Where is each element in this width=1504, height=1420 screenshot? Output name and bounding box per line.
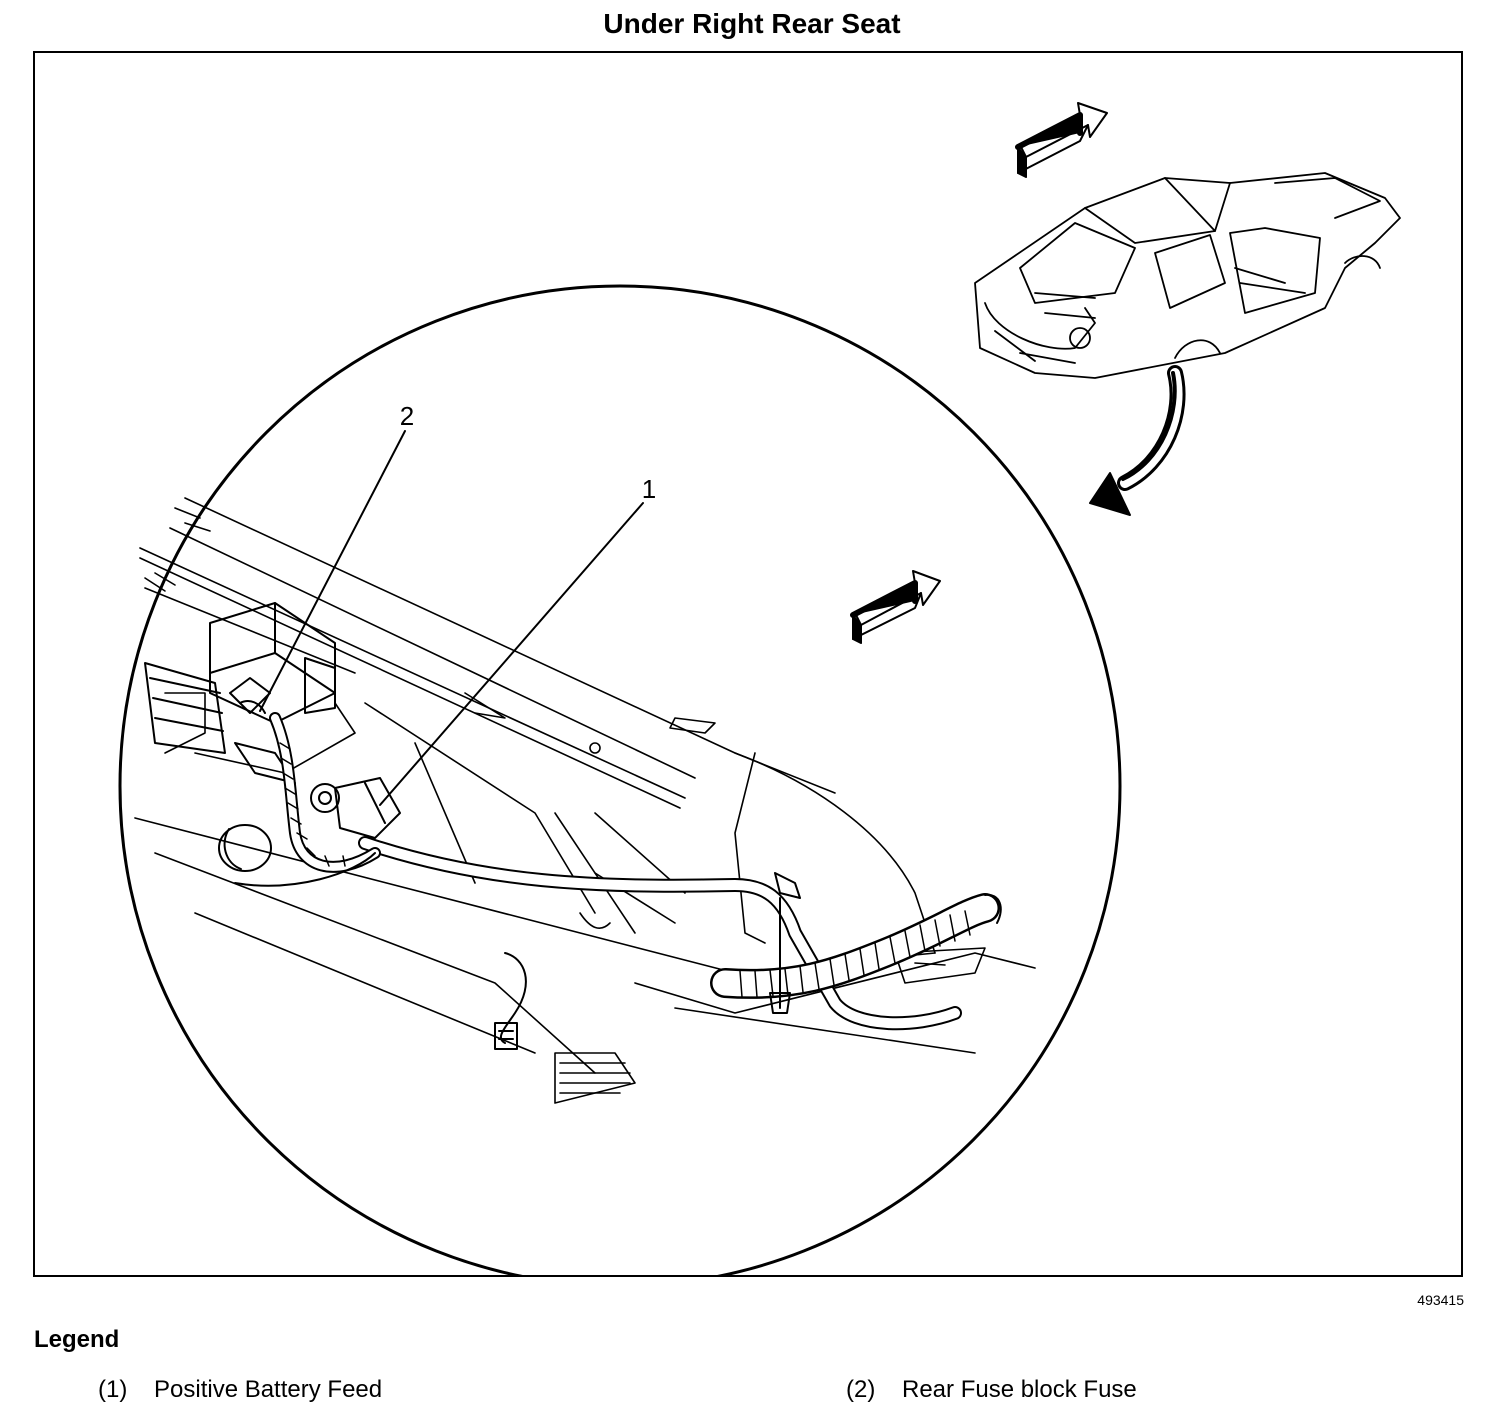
forward-arrow-icon (850, 570, 941, 644)
floor-pan (134, 497, 1036, 1104)
rear-fuse-block (144, 602, 336, 784)
callout-leaders (259, 430, 644, 806)
legend-item-label: Rear Fuse block Fuse (902, 1376, 1137, 1403)
illustration: 2 1 (118, 102, 1401, 1275)
positive-battery-feed-cable (269, 712, 962, 1031)
illustration-frame: 2 1 (33, 51, 1463, 1277)
legend-heading: Legend (34, 1326, 120, 1353)
legend-item-number: (1) (98, 1376, 128, 1403)
figure-id: 493415 (1417, 1292, 1464, 1308)
wire-harness (234, 852, 1002, 1050)
callout-1: 1 (642, 474, 656, 504)
legend-item-rear-fuse-block-fuse: (2) Rear Fuse block Fuse (846, 1376, 1137, 1404)
diagram-title: Under Right Rear Seat (603, 8, 901, 39)
detail-circle (118, 284, 1122, 1275)
legend-item-positive-battery-feed: (1) Positive Battery Feed (98, 1376, 382, 1404)
pointer-arrow-icon (1089, 365, 1186, 516)
callout-2: 2 (400, 401, 414, 431)
grommet (218, 824, 272, 872)
forward-arrow-icon-top (1015, 102, 1108, 178)
vehicle-body-icon (974, 172, 1401, 379)
legend-item-number: (2) (846, 1376, 876, 1403)
legend-item-label: Positive Battery Feed (154, 1376, 383, 1403)
